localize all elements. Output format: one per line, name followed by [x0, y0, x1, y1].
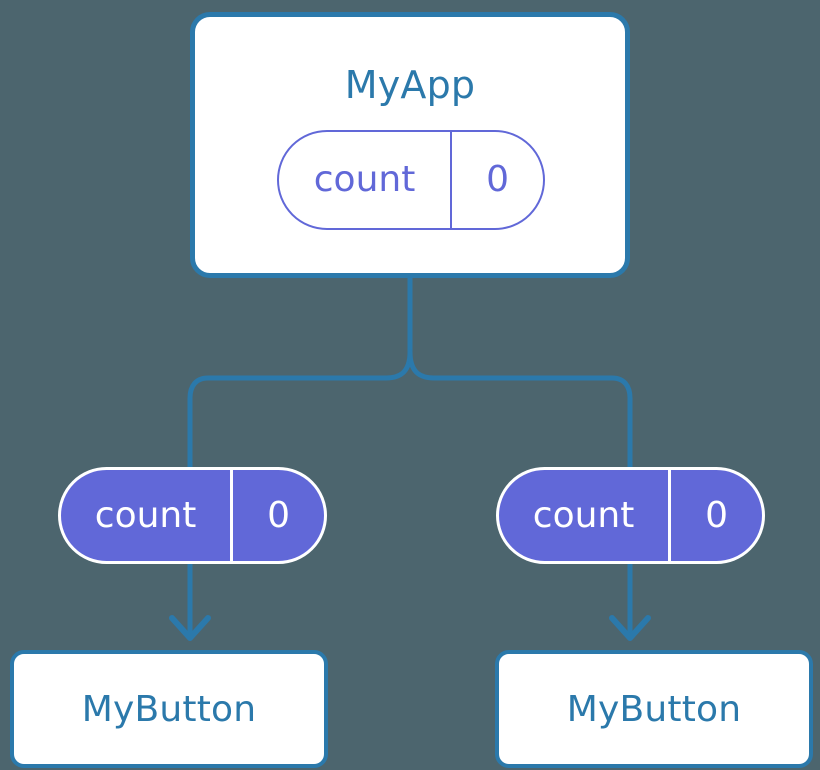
component-title-myapp: MyApp	[344, 63, 476, 107]
prop-pill-key-left: count	[94, 494, 197, 536]
arrow-head-right	[609, 615, 651, 641]
branch-line-left	[187, 349, 413, 470]
branch-line-right	[407, 349, 633, 470]
prop-pill-right[interactable]: count 0	[496, 467, 765, 564]
prop-pill-left[interactable]: count 0	[58, 467, 327, 564]
component-node-mybutton-left[interactable]: MyButton	[10, 650, 328, 768]
state-pill-myapp[interactable]: count 0	[277, 130, 545, 230]
component-title-mybutton-right: MyButton	[566, 688, 742, 730]
prop-pill-value-left: 0	[230, 470, 324, 561]
prop-pill-key-right: count	[532, 494, 635, 536]
arrow-head-left	[169, 615, 211, 641]
component-node-mybutton-right[interactable]: MyButton	[495, 650, 813, 768]
component-title-mybutton-left: MyButton	[81, 688, 257, 730]
state-pill-value-myapp: 0	[450, 132, 543, 228]
state-pill-key-myapp: count	[313, 159, 416, 200]
prop-pill-value-right: 0	[668, 470, 762, 561]
